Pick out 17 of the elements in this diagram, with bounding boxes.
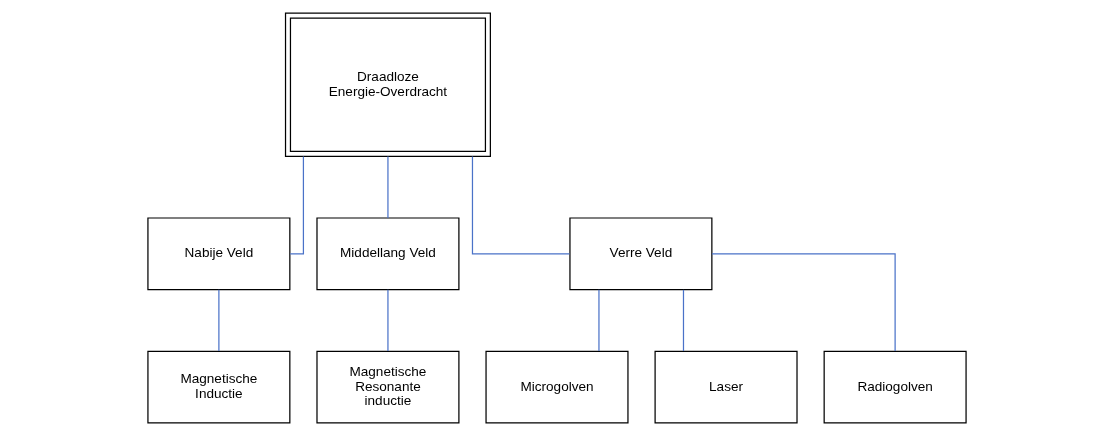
node-box: Magnetische Inductie xyxy=(146,350,290,424)
node-box: Microgolven xyxy=(484,350,629,424)
node-box: Verre Veld xyxy=(568,217,712,291)
node-box: Magnetische Resonante inductie xyxy=(315,350,459,424)
node-box: Draadloze Energie-Overdracht xyxy=(284,12,491,157)
node-box: Radiogolven xyxy=(823,350,967,424)
connector xyxy=(217,289,219,352)
connector xyxy=(682,289,684,352)
node-box: Middellang Veld xyxy=(315,217,459,291)
connector xyxy=(386,289,389,352)
node-box: Nabije Veld xyxy=(146,217,290,291)
connector xyxy=(471,155,570,255)
node-box: Laser xyxy=(654,350,798,424)
connector xyxy=(386,155,389,219)
connector xyxy=(289,155,304,255)
connector xyxy=(710,253,896,352)
connector xyxy=(597,289,600,352)
